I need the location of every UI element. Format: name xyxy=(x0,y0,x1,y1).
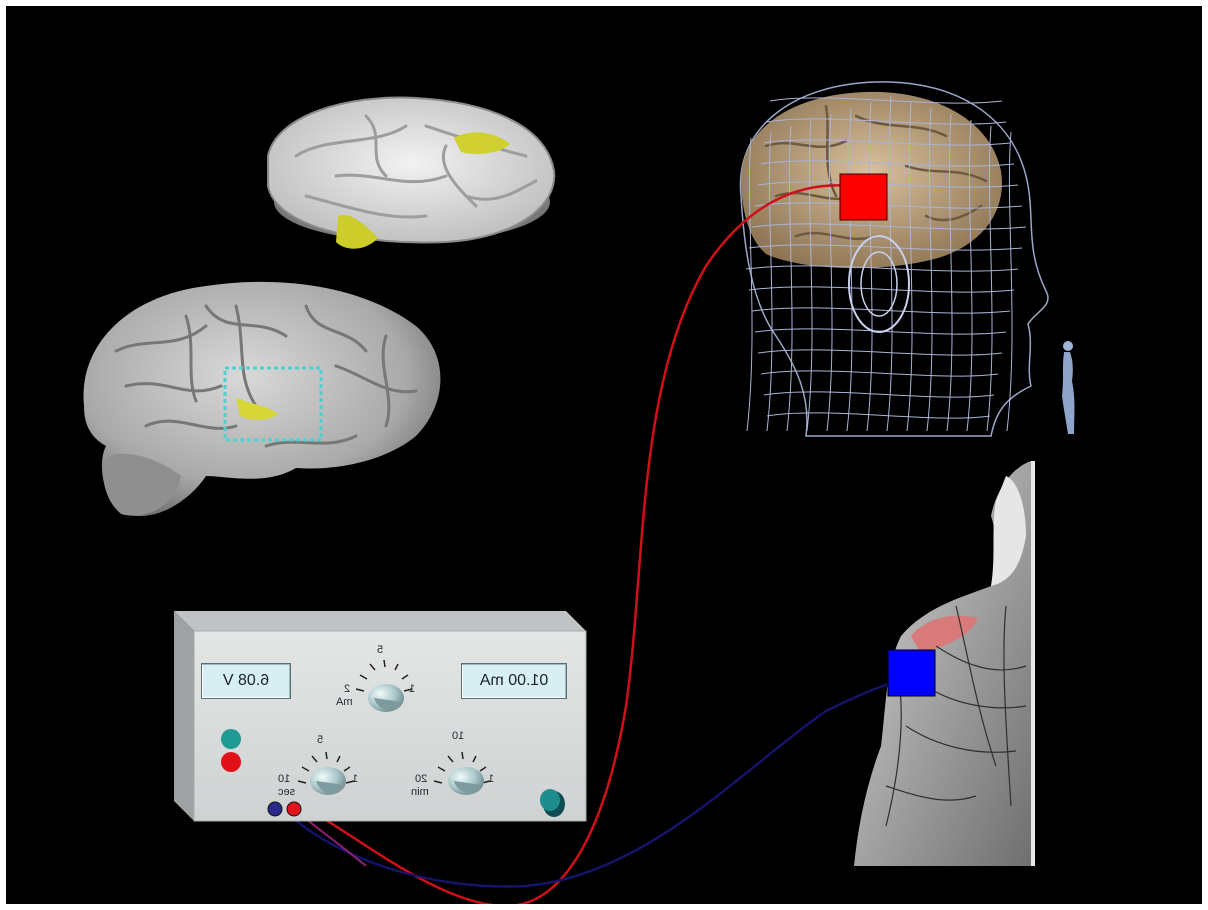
pulse-knob-tick-mid: 10 xyxy=(278,773,290,785)
duration-knob-unit: min xyxy=(411,786,429,798)
duration-knob-tick-min: 1 xyxy=(488,773,494,785)
current-display: 01.00 mA xyxy=(461,663,567,699)
pulse-knob-unit: sec xyxy=(278,786,295,798)
anode-electrode xyxy=(840,174,887,220)
current-knob-tick-mid: 2 xyxy=(344,683,350,695)
head-wireframe-illustration xyxy=(740,82,1048,436)
cathode-jack[interactable] xyxy=(268,802,282,816)
duration-knob-tick-mid: 20 xyxy=(415,773,427,785)
voltage-display: 6.08 V xyxy=(201,663,291,699)
anode-jack[interactable] xyxy=(287,802,301,816)
diagram-canvas xyxy=(6,6,1202,904)
cathode-electrode xyxy=(888,650,935,696)
status-light-red xyxy=(221,752,241,772)
current-knob-unit: mA xyxy=(336,696,353,708)
pulse-knob-tick-min: 1 xyxy=(352,773,358,785)
status-light-green xyxy=(221,729,241,749)
human-figure-icon xyxy=(1062,341,1075,434)
current-knob-tick-max: 5 xyxy=(377,644,383,656)
tdcs-diagram: 6.08 V 01.00 mA 5 1 2 mA 10 1 20 min 5 1… xyxy=(6,6,1202,904)
torso-muscle-illustration xyxy=(854,461,1035,866)
brain-slice-illustration xyxy=(268,98,554,249)
brain-lateral-illustration xyxy=(83,282,440,516)
duration-knob-tick-max: 10 xyxy=(452,730,464,742)
pulse-knob-tick-max: 5 xyxy=(317,734,323,746)
stimulator-device xyxy=(174,611,586,821)
current-knob-tick-min: 1 xyxy=(409,683,415,695)
